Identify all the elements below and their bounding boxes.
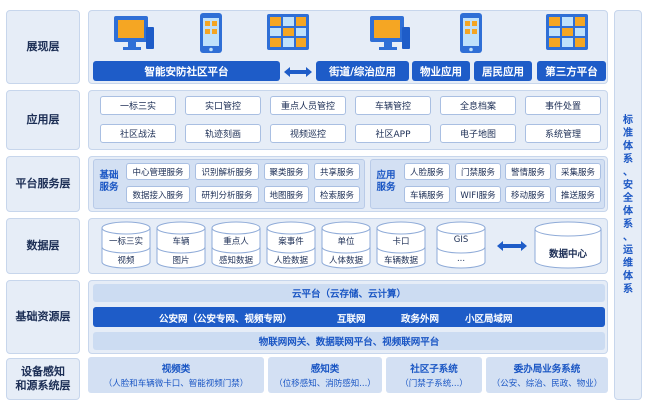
data-store-top-label: 案事件 xyxy=(278,237,304,247)
grid-screen-icon xyxy=(266,13,310,55)
service-module: 中心管理服务 xyxy=(126,163,190,180)
app-module: 重点人员管控 xyxy=(270,96,346,115)
service-module: WIFI服务 xyxy=(455,186,501,203)
service-module: 识别解析服务 xyxy=(195,163,259,180)
network-internet: 互联网 xyxy=(337,314,366,325)
service-module: 人脸服务 xyxy=(404,163,450,180)
data-store-cylinder: 重点人 感知数据 xyxy=(211,221,261,269)
layer-label-sensing: 设备感知 和源系统层 xyxy=(6,358,80,400)
layer-label-platform-service: 平台服务层 xyxy=(6,156,80,212)
data-center-label: 数据中心 xyxy=(548,249,587,260)
sensor-title: 委办局业务系统 xyxy=(513,364,581,375)
data-store-bottom-label: 感知数据 xyxy=(218,256,253,266)
layer-label-application: 应用层 xyxy=(6,90,80,150)
data-store-top-label: 一标三实 xyxy=(108,237,143,247)
network-community-lan: 小区局域网 xyxy=(465,314,513,325)
sensor-title: 视频类 xyxy=(161,364,191,375)
data-store-top-label: 重点人 xyxy=(223,237,249,247)
sensor-title: 社区子系统 xyxy=(410,364,458,375)
main-platform-bar: 智能安防社区平台 xyxy=(93,61,280,81)
double-arrow-icon xyxy=(283,64,313,83)
cloud-platform-bar: 云平台（云存储、云计算） xyxy=(93,284,605,302)
monitor-icon xyxy=(112,13,156,57)
sensor-detail: （人脸和车辆微卡口、智能视频门禁） xyxy=(103,379,249,389)
layer-label-infrastructure: 基础资源层 xyxy=(6,280,80,354)
sensor-detail: （门禁子系统...） xyxy=(400,379,468,389)
data-store-cylinder: 单位 人体数据 xyxy=(321,221,371,269)
data-store-bottom-label: 图片 xyxy=(172,256,190,266)
data-store-cylinder: GIS ... xyxy=(436,221,486,269)
grid-screen-icon xyxy=(545,13,589,55)
sensor-video: 视频类 （人脸和车辆微卡口、智能视频门禁） xyxy=(88,357,264,393)
app-module: 事件处置 xyxy=(525,96,601,115)
service-module: 采集服务 xyxy=(555,163,601,180)
service-module: 研判分析服务 xyxy=(195,186,259,203)
data-store-bottom-label: 车辆数据 xyxy=(383,256,418,266)
network-government: 政务外网 xyxy=(401,314,440,325)
mobile-phone-icon xyxy=(457,12,485,58)
app-module: 车辆管控 xyxy=(355,96,431,115)
double-arrow-icon xyxy=(496,238,528,257)
data-store-bottom-label: 视频 xyxy=(117,256,135,266)
data-store-top-label: 单位 xyxy=(337,237,355,247)
app-services-label: 应用 服务 xyxy=(376,170,396,193)
mobile-phone-icon xyxy=(197,12,225,58)
sensor-community-subsystem: 社区子系统 （门禁子系统...） xyxy=(386,357,482,393)
layer-label-presentation: 展现层 xyxy=(6,10,80,84)
iot-gateway-bar: 物联网网关、数据联网平台、视频联网平台 xyxy=(93,332,605,350)
service-module: 聚类服务 xyxy=(264,163,309,180)
sensor-title: 感知类 xyxy=(310,364,340,375)
app-module: 电子地图 xyxy=(440,124,516,143)
data-store-cylinder: 一标三实 视频 xyxy=(101,221,151,269)
side-standards-bar: 标 准 体 系 、 安 全 体 系 、 运 维 体 系 xyxy=(614,10,642,400)
app-module: 社区APP xyxy=(355,124,431,143)
app-module: 社区战法 xyxy=(100,124,176,143)
sensor-detail: （位移感知、消防感知...） xyxy=(274,379,376,389)
data-store-top-label: 车辆 xyxy=(172,237,190,247)
service-module: 车辆服务 xyxy=(404,186,450,203)
app-module: 全息档案 xyxy=(440,96,516,115)
service-module: 数据接入服务 xyxy=(126,186,190,203)
app-module: 系统管理 xyxy=(525,124,601,143)
sensor-bureau-systems: 委办局业务系统 （公安、综治、民政、物业） xyxy=(486,357,608,393)
app-module: 实口管控 xyxy=(185,96,261,115)
app-bar-third-party: 第三方平台 xyxy=(537,61,606,81)
app-module: 一标三实 xyxy=(100,96,176,115)
service-module: 共享服务 xyxy=(314,163,360,180)
data-store-cylinder: 车辆 图片 xyxy=(156,221,206,269)
data-store-bottom-label: 人脸数据 xyxy=(273,256,308,266)
app-bar-property: 物业应用 xyxy=(412,61,470,81)
data-store-bottom-label: 人体数据 xyxy=(328,256,363,266)
layer-label-data: 数据层 xyxy=(6,218,80,274)
service-module: 推送服务 xyxy=(555,186,601,203)
service-module: 警情服务 xyxy=(505,163,551,180)
data-store-cylinder: 卡口 车辆数据 xyxy=(376,221,426,269)
service-module: 地图服务 xyxy=(264,186,309,203)
service-module: 门禁服务 xyxy=(455,163,501,180)
app-module: 轨迹刻画 xyxy=(185,124,261,143)
app-bar-street: 街道/综治应用 xyxy=(316,61,409,81)
service-module: 检索服务 xyxy=(314,186,360,203)
app-module: 视频巡控 xyxy=(270,124,346,143)
data-store-top-label: 卡口 xyxy=(392,237,410,247)
network-public-security: 公安网（公安专网、视频专网） xyxy=(159,314,293,325)
monitor-icon xyxy=(368,13,412,57)
app-bar-resident: 居民应用 xyxy=(474,61,532,81)
sensor-detail: （公安、综治、民政、物业） xyxy=(491,379,603,389)
data-store-top-label: GIS xyxy=(453,235,469,245)
sensor-perception: 感知类 （位移感知、消防感知...） xyxy=(268,357,382,393)
network-bar: 公安网（公安专网、视频专网） 互联网 政务外网 小区局域网 xyxy=(93,307,605,327)
service-module: 移动服务 xyxy=(505,186,551,203)
data-store-bottom-label: ... xyxy=(456,254,466,264)
data-center-cylinder: 数据中心 xyxy=(534,221,602,269)
basic-services-label: 基础 服务 xyxy=(99,170,119,193)
data-store-cylinder: 案事件 人脸数据 xyxy=(266,221,316,269)
